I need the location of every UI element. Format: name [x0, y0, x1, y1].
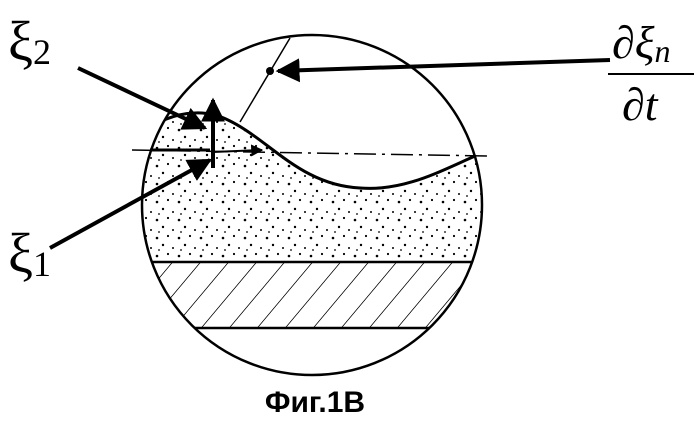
- derivative-label: ∂ξn ∂t: [608, 17, 694, 130]
- derivative-denominator: ∂t: [622, 79, 659, 130]
- xi1-label: ξ1: [8, 223, 51, 285]
- deriv-leader-arrow: [278, 60, 610, 71]
- figure-caption: Фиг.1B: [265, 386, 365, 419]
- normal-point-dot: [266, 67, 274, 75]
- circle-interior: [140, 113, 490, 328]
- xi2-leader-arrow: [78, 68, 205, 128]
- surface-normal-line: [240, 38, 290, 122]
- derivative-numerator: ∂ξn: [612, 17, 670, 69]
- xi2-label: ξ2: [8, 11, 51, 73]
- dotted-medium-region: [140, 113, 490, 262]
